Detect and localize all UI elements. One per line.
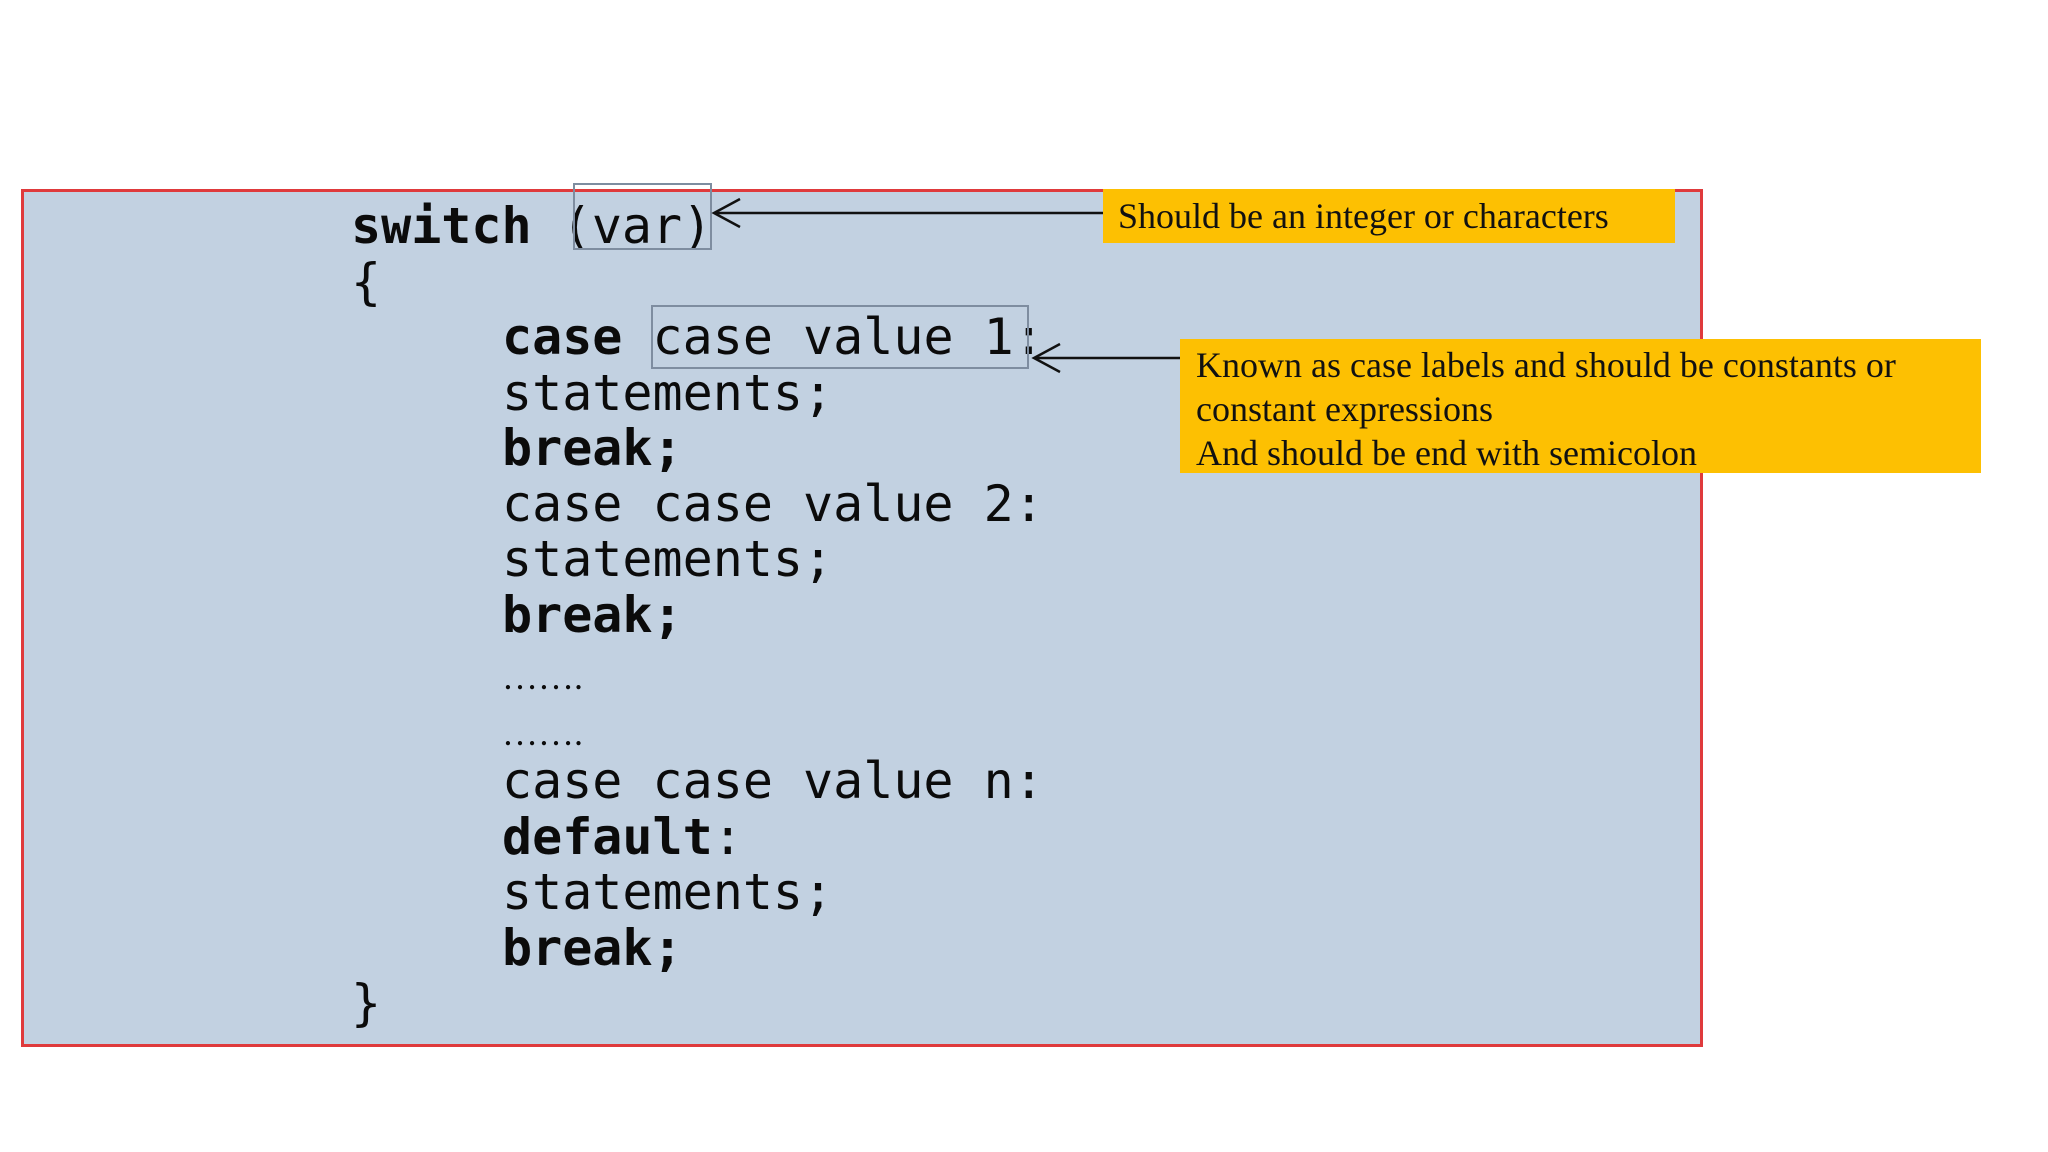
code-line-case-n: case case value n: <box>502 754 1044 809</box>
keyword-break: break; <box>502 586 683 644</box>
code-line-statements-3: statements; <box>502 863 834 921</box>
keyword-break: break; <box>502 919 683 977</box>
callout-case-labels-note: Known as case labels and should be const… <box>1180 339 1981 473</box>
callout-case-labels-line-3: And should be end with semicolon <box>1196 433 1697 473</box>
code-line-case-2: case case value 2: <box>502 477 1044 532</box>
keyword-default: default <box>502 808 713 866</box>
code-line-open-brace: { <box>351 253 382 311</box>
ellipsis: ……. <box>502 657 583 697</box>
var-highlight-box <box>573 183 712 250</box>
callout-integer-note: Should be an integer or characters <box>1103 189 1675 243</box>
code-line-case-1: case case value 1: <box>502 310 1044 365</box>
callout-integer-note-text: Should be an integer or characters <box>1118 196 1609 236</box>
code-line-statements-1: statements; <box>502 364 834 422</box>
code-line-default: default: <box>502 808 743 866</box>
switch-expression: (var) <box>531 197 713 255</box>
ellipsis: ……. <box>502 713 583 753</box>
callout-case-labels-line-1: Known as case labels and should be const… <box>1196 345 1896 385</box>
case-label-2: case case value 2: <box>502 475 1044 533</box>
code-line-break-2: break; <box>502 588 683 643</box>
code-line-statements-2: statements; <box>502 530 834 588</box>
code-line-break-1: break; <box>502 421 683 476</box>
code-line-close-brace: } <box>351 974 382 1032</box>
case-value-highlight-box <box>651 305 1029 369</box>
keyword-break: break; <box>502 419 683 477</box>
case-label-n: case case value n: <box>502 752 1044 810</box>
code-panel <box>21 189 1703 1047</box>
keyword-switch: switch <box>351 197 532 255</box>
code-line-switch: switch (var) <box>351 199 712 254</box>
code-line-break-3: break; <box>502 921 683 976</box>
callout-case-labels-line-2: constant expressions <box>1196 389 1493 429</box>
case-label-1: case value 1: <box>622 308 1044 366</box>
code-line-ellipsis-2: ……. <box>502 699 583 751</box>
keyword-case: case <box>502 308 623 366</box>
code-line-ellipsis-1: ……. <box>502 643 583 695</box>
